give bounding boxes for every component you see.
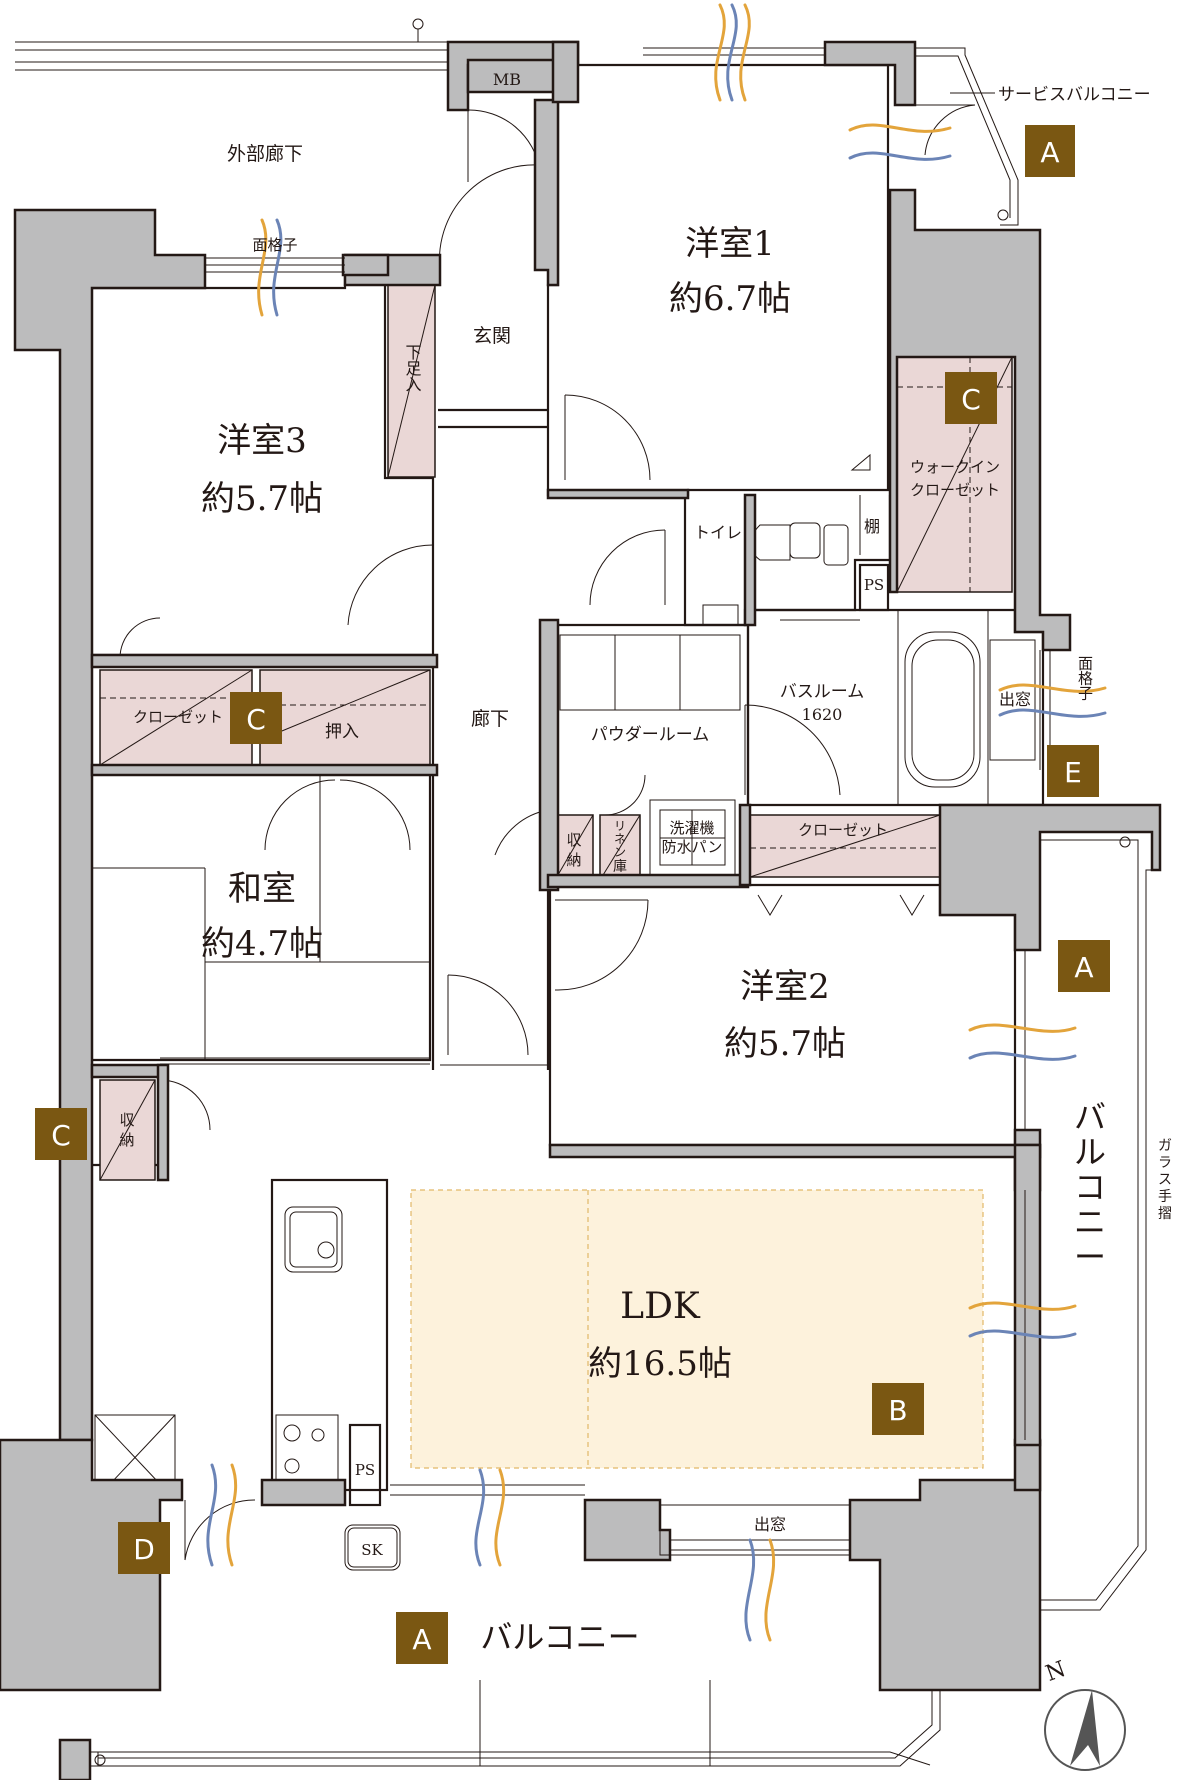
balcony-right-label-5: ー	[1074, 1238, 1106, 1276]
badge-d-kitchen-door: D	[118, 1522, 170, 1574]
shoe-storage-label: 下足入	[403, 344, 422, 392]
grille-right-label: 面格子	[1076, 656, 1094, 701]
walk-in-closet-label-1: ウォークイン	[910, 458, 1000, 476]
balcony-right-label-2: ル	[1074, 1133, 1106, 1171]
western3-size: 約5.7帖	[201, 479, 323, 519]
glass-rail-label-1: ガ	[1158, 1138, 1172, 1154]
ldk-name: LDK	[620, 1286, 701, 1327]
glass-rail-label-4: 手	[1158, 1189, 1172, 1205]
linen-label-4: 庫	[613, 858, 627, 875]
grille-top-label: 面格子	[252, 236, 297, 254]
bathroom-label: バスルーム	[780, 682, 865, 702]
ps-top-label: PS	[864, 576, 884, 594]
japanese-size: 約4.7帖	[201, 924, 323, 964]
shelf-label: 棚	[864, 517, 880, 536]
washer-pan-label-1: 洗濯機	[669, 819, 714, 837]
western1-name: 洋室1	[685, 224, 775, 264]
balcony-right-label-4: ニ	[1074, 1203, 1106, 1241]
linen-label-1: リ	[614, 819, 626, 833]
corridor-label: 廊下	[471, 708, 509, 730]
badge-a-balcony-bottom-text: A	[412, 1623, 431, 1656]
ldk-size: 約16.5帖	[588, 1344, 732, 1384]
badge-c-storage-left-text: C	[51, 1119, 71, 1152]
western2-size: 約5.7帖	[724, 1024, 846, 1064]
balcony-right-label-3: コ	[1074, 1168, 1106, 1206]
bathroom-size-label: 1620	[802, 705, 843, 724]
badge-d-kitchen-door-text: D	[133, 1533, 155, 1566]
badge-c-closet-western3: C	[230, 692, 282, 744]
north-label: N	[1042, 1657, 1069, 1687]
powder-room-label: パウダールーム	[591, 725, 710, 745]
badge-b-ldk-text: B	[888, 1394, 907, 1427]
storage-small-label-2: 納	[566, 851, 581, 869]
outer-corridor-railing	[15, 18, 448, 71]
western3-name: 洋室3	[217, 421, 307, 461]
washer-pan-label-2: 防水パン	[662, 838, 723, 856]
storage-left-label-1: 収	[119, 1111, 134, 1129]
walk-in-closet-label-2: クローゼット	[910, 481, 1000, 499]
badge-a-balcony-bottom: A	[396, 1612, 448, 1664]
door-swings	[119, 104, 976, 1561]
western2-name: 洋室2	[740, 967, 830, 1007]
badge-a-balcony-right: A	[1058, 940, 1110, 992]
service-balcony-label: サービスバルコニー	[998, 85, 1151, 105]
linen-label-3: ン	[614, 845, 626, 859]
entrance-label: 玄関	[473, 325, 511, 347]
badge-c-walk-in-closet: C	[945, 372, 997, 424]
closet-w2-label: クローゼット	[798, 821, 888, 839]
western1-size: 約6.7帖	[669, 279, 791, 319]
service-balcony-outline	[895, 47, 1019, 226]
badge-a-service-balcony: A	[1025, 125, 1075, 177]
glass-rail-label-2: ラ	[1158, 1155, 1172, 1171]
glass-rail-label-3: ス	[1158, 1172, 1172, 1188]
badge-c-closet-western3-text: C	[246, 703, 266, 736]
ps-kitchen-label: PS	[355, 1461, 375, 1479]
mb-label: MB	[493, 70, 521, 89]
glass-rail-label-5: 摺	[1158, 1206, 1172, 1222]
balcony-bottom-label: バルコニー	[480, 1618, 639, 1656]
linen-label-2: ネ	[614, 832, 626, 846]
toilet-label: トイレ	[694, 523, 742, 542]
badge-a-balcony-right-text: A	[1074, 951, 1093, 984]
storage-small-label-1: 収	[566, 831, 581, 849]
north-compass: N	[1042, 1657, 1126, 1771]
japanese-name: 和室	[228, 869, 296, 909]
bay-window-bottom-label: 出窓	[754, 1515, 786, 1534]
bay-window-right-label: 出窓	[999, 690, 1031, 709]
ventilation-arrows	[206, 3, 1107, 1642]
balcony-right-label-1: バ	[1074, 1098, 1106, 1136]
outer-corridor-label: 外部廊下	[227, 143, 303, 165]
badge-a-service-balcony-text: A	[1040, 136, 1059, 169]
sk-label: SK	[361, 1541, 383, 1559]
oshiire-label: 押入	[325, 722, 359, 742]
badge-e-bathroom-text: E	[1064, 756, 1082, 789]
closet-w3-label: クローゼット	[133, 708, 223, 726]
badge-e-bathroom: E	[1047, 745, 1099, 797]
badge-c-walk-in-closet-text: C	[961, 383, 981, 416]
badge-b-ldk: B	[872, 1383, 924, 1435]
badge-c-storage-left: C	[35, 1108, 87, 1160]
storage-left-label-2: 納	[119, 1131, 134, 1149]
bottom-balcony-outline	[74, 1659, 941, 1767]
walls	[0, 40, 1162, 1780]
